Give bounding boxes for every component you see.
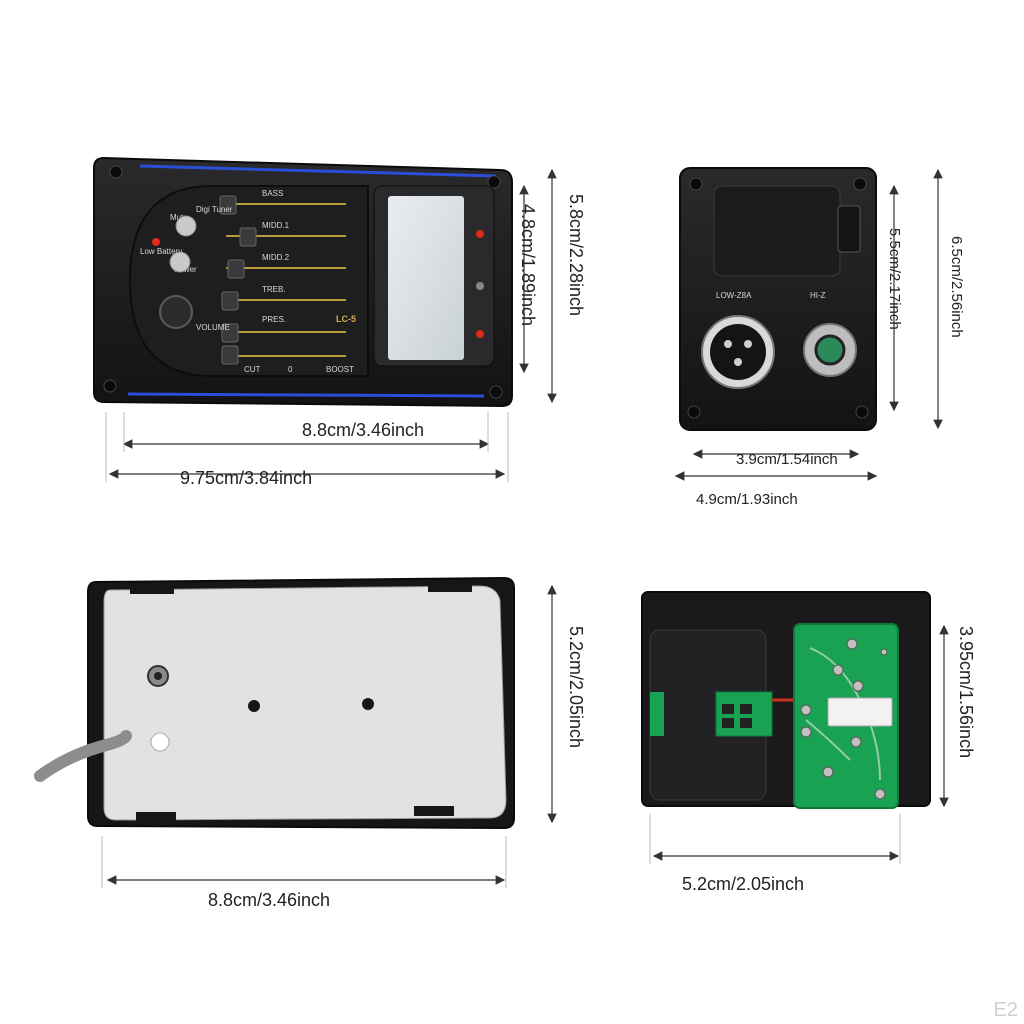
screw-icon [103,379,117,393]
inner-width-label: 3.9cm/1.54inch [736,451,838,468]
quarter-inch-socket [814,334,846,366]
label-middle2: MIDD.2 [262,253,290,262]
blue-accent-top [139,164,497,178]
screw-icon [853,177,867,191]
connector-pin-icon [722,718,734,728]
mount-hole [248,700,260,712]
battery-latch[interactable] [837,205,861,253]
output-jack-plate: LOW-Z8A HI-Z [679,167,877,431]
solder-joint-icon [850,736,862,748]
solder-joint-icon [852,680,864,692]
label-zero: 0 [288,365,293,374]
pcb-trace [805,719,851,761]
xlr-pin-icon [724,340,732,348]
label-mute: Mute [170,213,188,222]
solder-joint-icon [874,788,886,800]
mount-hole [362,698,374,710]
solder-joint-icon [832,664,844,676]
solder-joint-icon [822,766,834,778]
screw-icon [689,177,703,191]
mount-tab [130,586,174,594]
preamp-rear-panel [34,576,515,830]
low-z-label: LOW-Z8A [716,291,752,300]
mount-hole [150,732,170,752]
panel1-dimensions [105,168,557,482]
label-middle1: MIDD.1 [262,221,290,230]
hi-z-label: HI-Z [810,291,826,300]
label-low-battery: Low Battery [140,247,182,256]
slider-treble[interactable] [221,291,346,311]
overall-height-label: 5.8cm/2.28inch [566,194,586,316]
label-volume: VOLUME [196,323,230,332]
preamp-front-panel: BASS MIDD.1 MIDD.2 TREB. PRES. LC-5 BOOS… [93,156,513,408]
solder-joint-icon [800,726,812,738]
panel4-dimensions [649,624,949,864]
width-label: 8.8cm/3.46inch [208,890,330,910]
screw-icon [487,175,501,189]
battery-door[interactable] [713,185,841,277]
label-tuner: Digi Tuner [196,205,233,214]
tuner-led-tune-icon [476,282,484,290]
mount-tab [136,812,176,822]
label-treble: TREB. [262,285,286,294]
overall-width-label: 9.75cm/3.84inch [180,468,312,488]
solder-joint-icon [880,648,888,656]
slider-middle2[interactable] [226,259,346,279]
overall-width-label: 4.9cm/1.93inch [696,491,798,508]
low-battery-led-icon [152,238,160,246]
slider-middle1[interactable] [226,227,346,247]
mount-tab [414,806,454,816]
height-label: 3.95cm/1.56inch [956,626,976,758]
connector-pin-icon [740,704,752,714]
solder-joint-icon [846,638,858,650]
slider-bass[interactable] [219,195,346,215]
height-label: 5.2cm/2.05inch [566,626,586,748]
internal-board-view [641,591,931,809]
slider-presence[interactable] [221,323,346,343]
screw-icon [687,405,701,419]
model-label: LC-5 [336,314,356,324]
blue-accent-bottom [127,392,485,398]
width-label: 5.2cm/2.05inch [682,874,804,894]
pcb-edge [650,692,664,736]
screw-icon [489,385,503,399]
label-cut: CUT [244,365,261,374]
mount-tab [428,584,472,592]
height-label: 4.8cm/1.89inch [518,204,538,326]
panel3-dimensions [101,584,557,888]
volume-knob[interactable] [159,295,193,329]
label-boost: BOOST [326,365,354,374]
inner-height-label: 5.5cm/2.17inch [886,228,903,330]
power-button[interactable] [169,251,191,273]
solder-joint-icon [800,704,812,716]
tuner-led-flat-icon [476,230,484,238]
tuner-led-sharp-icon [476,330,484,338]
width-label: 8.8cm/3.46inch [302,420,424,440]
label-presence: PRES. [262,315,286,324]
screw-icon [109,165,123,179]
label-bass: BASS [262,189,283,198]
xlr-jack-socket [710,324,766,380]
mute-button[interactable] [175,215,197,237]
slider-volume-strip[interactable] [221,345,346,365]
connector-pin-icon [740,718,752,728]
white-header-connector [827,697,893,727]
cable-grommet-hole [154,672,162,680]
xlr-pin-icon [744,340,752,348]
connector-pin-icon [722,704,734,714]
tuner-lcd-screen [388,196,464,360]
eq-sliders [219,195,346,365]
lead-cable [34,730,132,782]
panel2-dimensions [674,168,943,481]
overall-height-label: 6.5cm/2.56inch [948,236,965,338]
xlr-pin-icon [734,358,742,366]
watermark: E2 [993,999,1018,1021]
screw-icon [855,405,869,419]
